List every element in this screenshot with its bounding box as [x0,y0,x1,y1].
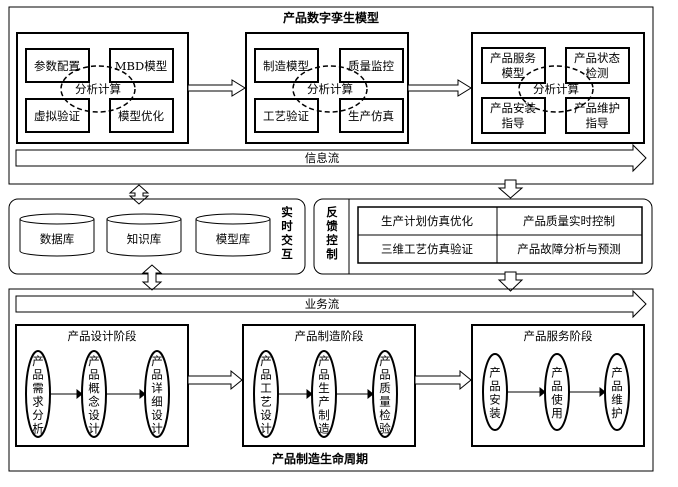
twin-box-label: 产品安装 [490,101,536,115]
realtime-interaction-label: 实 [281,205,293,219]
down-arrow-icon [497,271,524,292]
twin-box [339,48,404,83]
twin-box-label: 产品维护 [574,101,620,115]
twin-box-label: 指导 [502,116,525,130]
analysis-label: 分析计算 [307,82,353,96]
step-label: 产品概念设计 [88,354,100,436]
stage-design-frame [15,324,189,447]
twin-box-label: 模型优化 [118,109,164,123]
lifecycle-title: 产品制造生命周期 [272,451,368,466]
twin-model-title: 产品数字孪生模型 [283,10,379,25]
twin-box-label: 虚拟验证 [34,109,80,123]
twin-box-label: 工艺验证 [263,109,309,123]
realtime-interaction-label: 时 [281,219,293,233]
twin-box [565,97,630,134]
twin-group-design: 参数配置 MBD模型 虚拟验证 模型优化 分析计算 [16,32,189,144]
feedback-cell: 三维工艺仿真验证 [381,242,473,256]
stage-manufacturing-frame [242,324,416,447]
stage-service-frame [471,324,645,447]
feedback-control-label: 制 [326,247,338,261]
flow-arrow-icon [187,369,243,391]
database-cylinder [19,213,95,257]
step-label: 产品维护 [611,365,623,420]
stage-title: 产品制造阶段 [295,329,364,343]
bidirectional-arrow-icon [141,264,163,291]
twin-box-label: 质量监控 [348,59,394,73]
twin-box [254,98,319,133]
step-labels: 产品需求分析 产品概念设计 产品详细设计 产品工艺设计 产品生产制造 产品质量检验 产品安装… [32,354,623,436]
analysis-ellipse [518,65,594,113]
twin-box [25,98,90,133]
database-frame [8,198,306,275]
feedback-control-label: 馈 [326,219,338,233]
twin-box [481,47,546,84]
model-library-label: 模型库 [216,232,251,246]
twin-group-frame [471,32,645,144]
twin-box [565,47,630,84]
business-flow-label: 业务流 [305,297,340,311]
twin-group-service: 产品服务 模型 产品状态 检测 产品安装 指导 产品维护 指导 分析计算 [471,32,645,144]
twin-box-label: 参数配置 [34,59,80,73]
step-arrow-icon [336,388,374,400]
analysis-ellipse [292,65,368,113]
feedback-cell: 生产计划仿真优化 [381,214,473,228]
flow-arrow-icon [414,369,472,391]
flow-arrow-icon [187,79,246,97]
step-arrow-icon [50,388,83,400]
step-label: 产品需求分析 [32,354,44,436]
knowledge-base-cylinder [106,213,182,257]
step-arrow-icon [569,386,606,398]
twin-box-label: 制造模型 [263,59,309,73]
realtime-interaction-label: 互 [281,247,293,261]
feedback-control-label: 控 [326,233,338,247]
stage-steps [25,350,630,438]
twin-box-label: 模型 [502,66,525,80]
step-arrow-icon [507,386,546,398]
step-label: 产品工艺设计 [260,354,272,436]
feedback-frame [313,198,653,275]
lifecycle-frame [8,288,654,472]
twin-model-frame [8,6,654,185]
step-arrow-icon [106,388,146,400]
model-library-cylinder [195,213,271,257]
step-arrow-icon [278,388,313,400]
twin-box-label: 指导 [586,116,609,130]
twin-box-label: 产品服务 [490,51,536,65]
feedback-cell: 产品质量实时控制 [523,214,615,228]
analysis-label: 分析计算 [533,82,579,96]
twin-box [481,97,546,134]
twin-box-label: 生产仿真 [348,109,394,123]
twin-box [109,98,174,133]
step-label: 产品详细设计 [151,354,163,436]
step-label: 产品使用 [551,365,563,420]
twin-box [25,48,90,83]
analysis-ellipse [60,65,136,113]
info-flow-label: 信息流 [305,151,340,165]
step-label: 产品生产制造 [318,354,330,436]
flow-arrow-icon [407,79,472,97]
step-label: 产品安装 [489,365,501,420]
feedback-control-label: 反 [326,205,338,219]
twin-box [109,48,174,83]
stage-title: 产品设计阶段 [68,329,137,343]
twin-box [254,48,319,83]
analysis-label: 分析计算 [75,82,121,96]
database-label: 数据库 [40,232,75,246]
twin-box [339,98,404,133]
realtime-interaction-label: 交 [281,233,293,247]
down-arrow-icon [497,179,524,199]
twin-box-label: 产品状态 [574,51,620,65]
info-flow-arrow-icon [15,143,647,173]
twin-group-manufacturing: 制造模型 质量监控 工艺验证 生产仿真 分析计算 [245,32,409,144]
feedback-cell: 产品故障分析与预测 [517,242,621,256]
twin-box-label: 检测 [586,66,609,80]
bidirectional-arrow-icon [128,184,150,205]
step-label: 产品质量检验 [379,354,391,436]
stage-title: 产品服务阶段 [524,329,593,343]
twin-box-label: MBD模型 [115,59,167,73]
knowledge-base-label: 知识库 [127,232,162,246]
business-flow-arrow-icon [15,289,647,319]
